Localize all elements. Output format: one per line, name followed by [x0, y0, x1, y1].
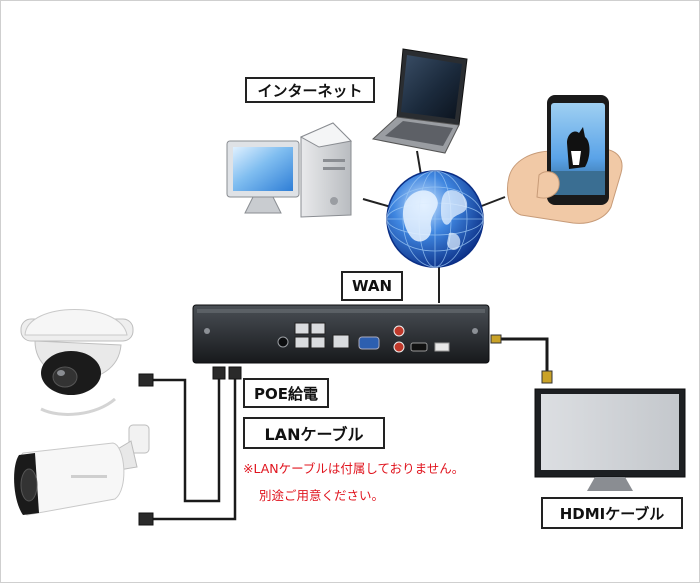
dome-camera-icon	[21, 310, 133, 415]
cable-note-line2: 別途ご用意ください。	[259, 485, 384, 504]
cable-note-line1: ※LANケーブルは付属しておりません。	[243, 458, 464, 477]
wan-label: WAN	[341, 271, 403, 301]
monitor-icon	[535, 389, 685, 491]
smartphone-icon	[508, 95, 623, 223]
hdmi-cable-label: HDMIケーブル	[541, 497, 683, 529]
lan-cable-lines	[151, 377, 235, 519]
laptop-icon	[373, 49, 467, 153]
lan-cable-label: LANケーブル	[243, 417, 385, 449]
nvr-recorder-icon	[193, 305, 489, 363]
desktop-computer-icon	[227, 123, 351, 217]
poe-label: POE給電	[243, 378, 329, 408]
globe-icon	[387, 171, 483, 267]
hdmi-cable-line	[491, 335, 552, 383]
bullet-camera-icon	[14, 425, 149, 515]
internet-label: インターネット	[245, 77, 375, 103]
